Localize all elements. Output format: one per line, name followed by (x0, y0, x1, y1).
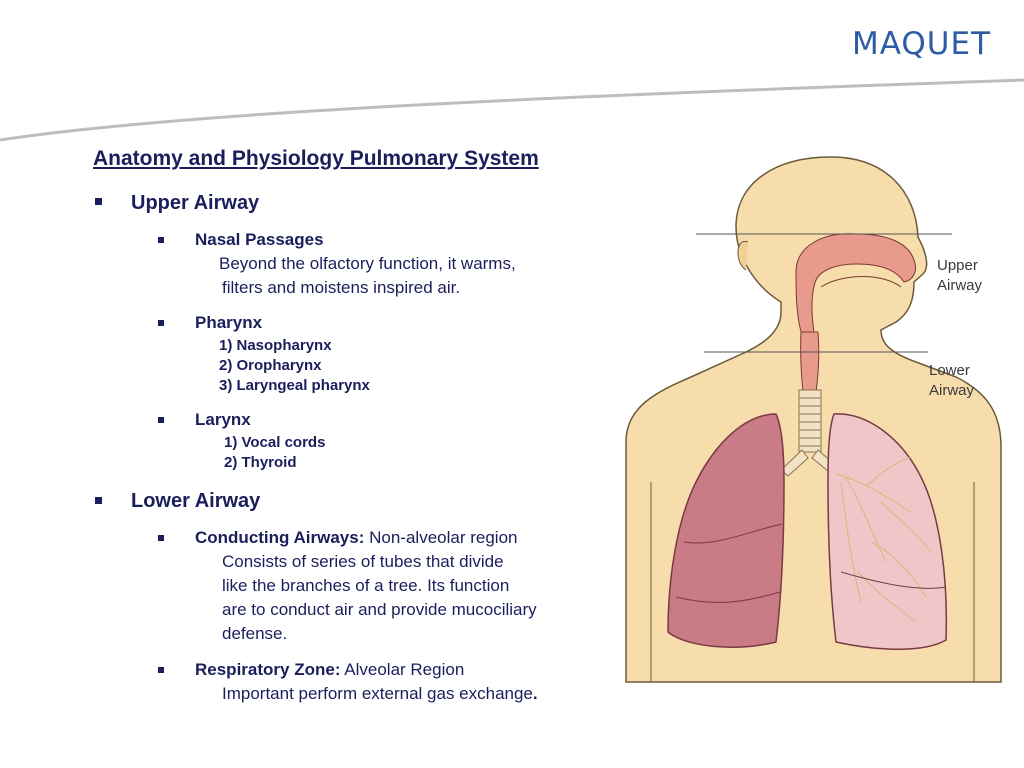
bullet-square (158, 320, 164, 326)
header-swoosh (0, 78, 1024, 142)
maquet-logo: MAQUET (852, 26, 992, 62)
upper-airway-heading: Upper Airway (131, 192, 260, 214)
respiratory-text-line: Important perform external gas exchange. (222, 684, 538, 704)
slide-title: Anatomy and Physiology Pulmonary System (93, 147, 539, 170)
conducting-suffix: Non-alveolar region (364, 528, 518, 547)
respiratory-system-illustration (625, 156, 1002, 683)
label-upper-airway-1: Upper (937, 257, 978, 274)
respiratory-zone-line: Respiratory Zone: Alveolar Region (195, 660, 464, 680)
bullet-square (95, 497, 102, 504)
larynx-item: 2) Thyroid (224, 454, 297, 471)
pharynx-heading: Pharynx (195, 313, 263, 332)
bullet-square (158, 535, 164, 541)
conducting-text-line: Consists of series of tubes that divide (222, 552, 504, 571)
conducting-text-line: defense. (222, 624, 288, 643)
nasal-text-line-2: filters and moistens inspired air. (222, 278, 461, 297)
respiratory-colon: : (334, 660, 341, 679)
pharynx-item: 1) Nasopharynx (219, 337, 332, 354)
conducting-text-line: are to conduct air and provide mucocilia… (222, 600, 537, 619)
conducting-airways-line: Conducting Airways: Non-alveolar region (195, 528, 517, 548)
respiratory-period: . (532, 684, 538, 703)
conducting-airways-heading: Conducting Airways (195, 528, 359, 547)
bullet-square (158, 417, 164, 423)
label-lower-airway-1: Lower (929, 362, 970, 379)
bullet-square (158, 667, 164, 673)
respiratory-text: Important perform external gas exchange (222, 684, 533, 703)
bullet-square (158, 237, 164, 243)
lower-airway-heading: Lower Airway (131, 490, 261, 512)
nasal-text-line-1: Beyond the olfactory function, it warms, (219, 254, 516, 273)
pharynx-item: 2) Oropharynx (219, 357, 322, 374)
label-lower-airway-2: Airway (929, 382, 975, 399)
label-upper-airway-2: Airway (937, 277, 983, 294)
conducting-colon: : (358, 528, 365, 547)
larynx-item: 1) Vocal cords (224, 434, 326, 451)
respiratory-zone-heading: Respiratory Zone (195, 660, 335, 679)
nasal-passages-heading: Nasal Passages (195, 230, 324, 249)
conducting-text-line: like the branches of a tree. Its functio… (222, 576, 510, 595)
bullet-square (95, 198, 102, 205)
pharynx-item: 3) Laryngeal pharynx (219, 377, 370, 394)
respiratory-suffix: Alveolar Region (340, 660, 465, 679)
larynx-heading: Larynx (195, 410, 251, 429)
